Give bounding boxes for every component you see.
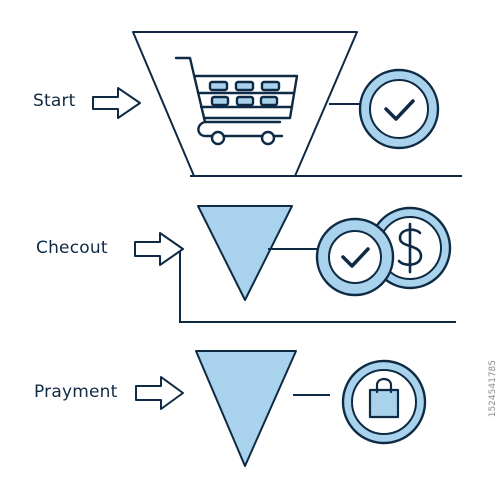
check-coin-icon xyxy=(315,217,395,297)
funnel-triangle-icon xyxy=(195,350,297,467)
stage-label-checkout: Checout xyxy=(36,238,108,258)
stage-checkout xyxy=(134,205,456,323)
shopping-cart-icon xyxy=(174,56,299,146)
arrow-right-icon xyxy=(92,87,141,119)
stage-payment xyxy=(135,350,427,467)
arrow-right-icon xyxy=(135,376,184,410)
stage-start xyxy=(92,31,462,177)
arrow-right-icon xyxy=(134,232,184,266)
checkmark-badge-icon xyxy=(358,68,440,150)
stage-label-payment: Prayment xyxy=(34,382,118,402)
funnel-triangle-icon xyxy=(197,205,293,301)
shopping-bag-badge-icon xyxy=(341,359,427,445)
stock-image-id: 1524541785 xyxy=(488,360,498,418)
stage-label-start: Start xyxy=(33,91,76,111)
